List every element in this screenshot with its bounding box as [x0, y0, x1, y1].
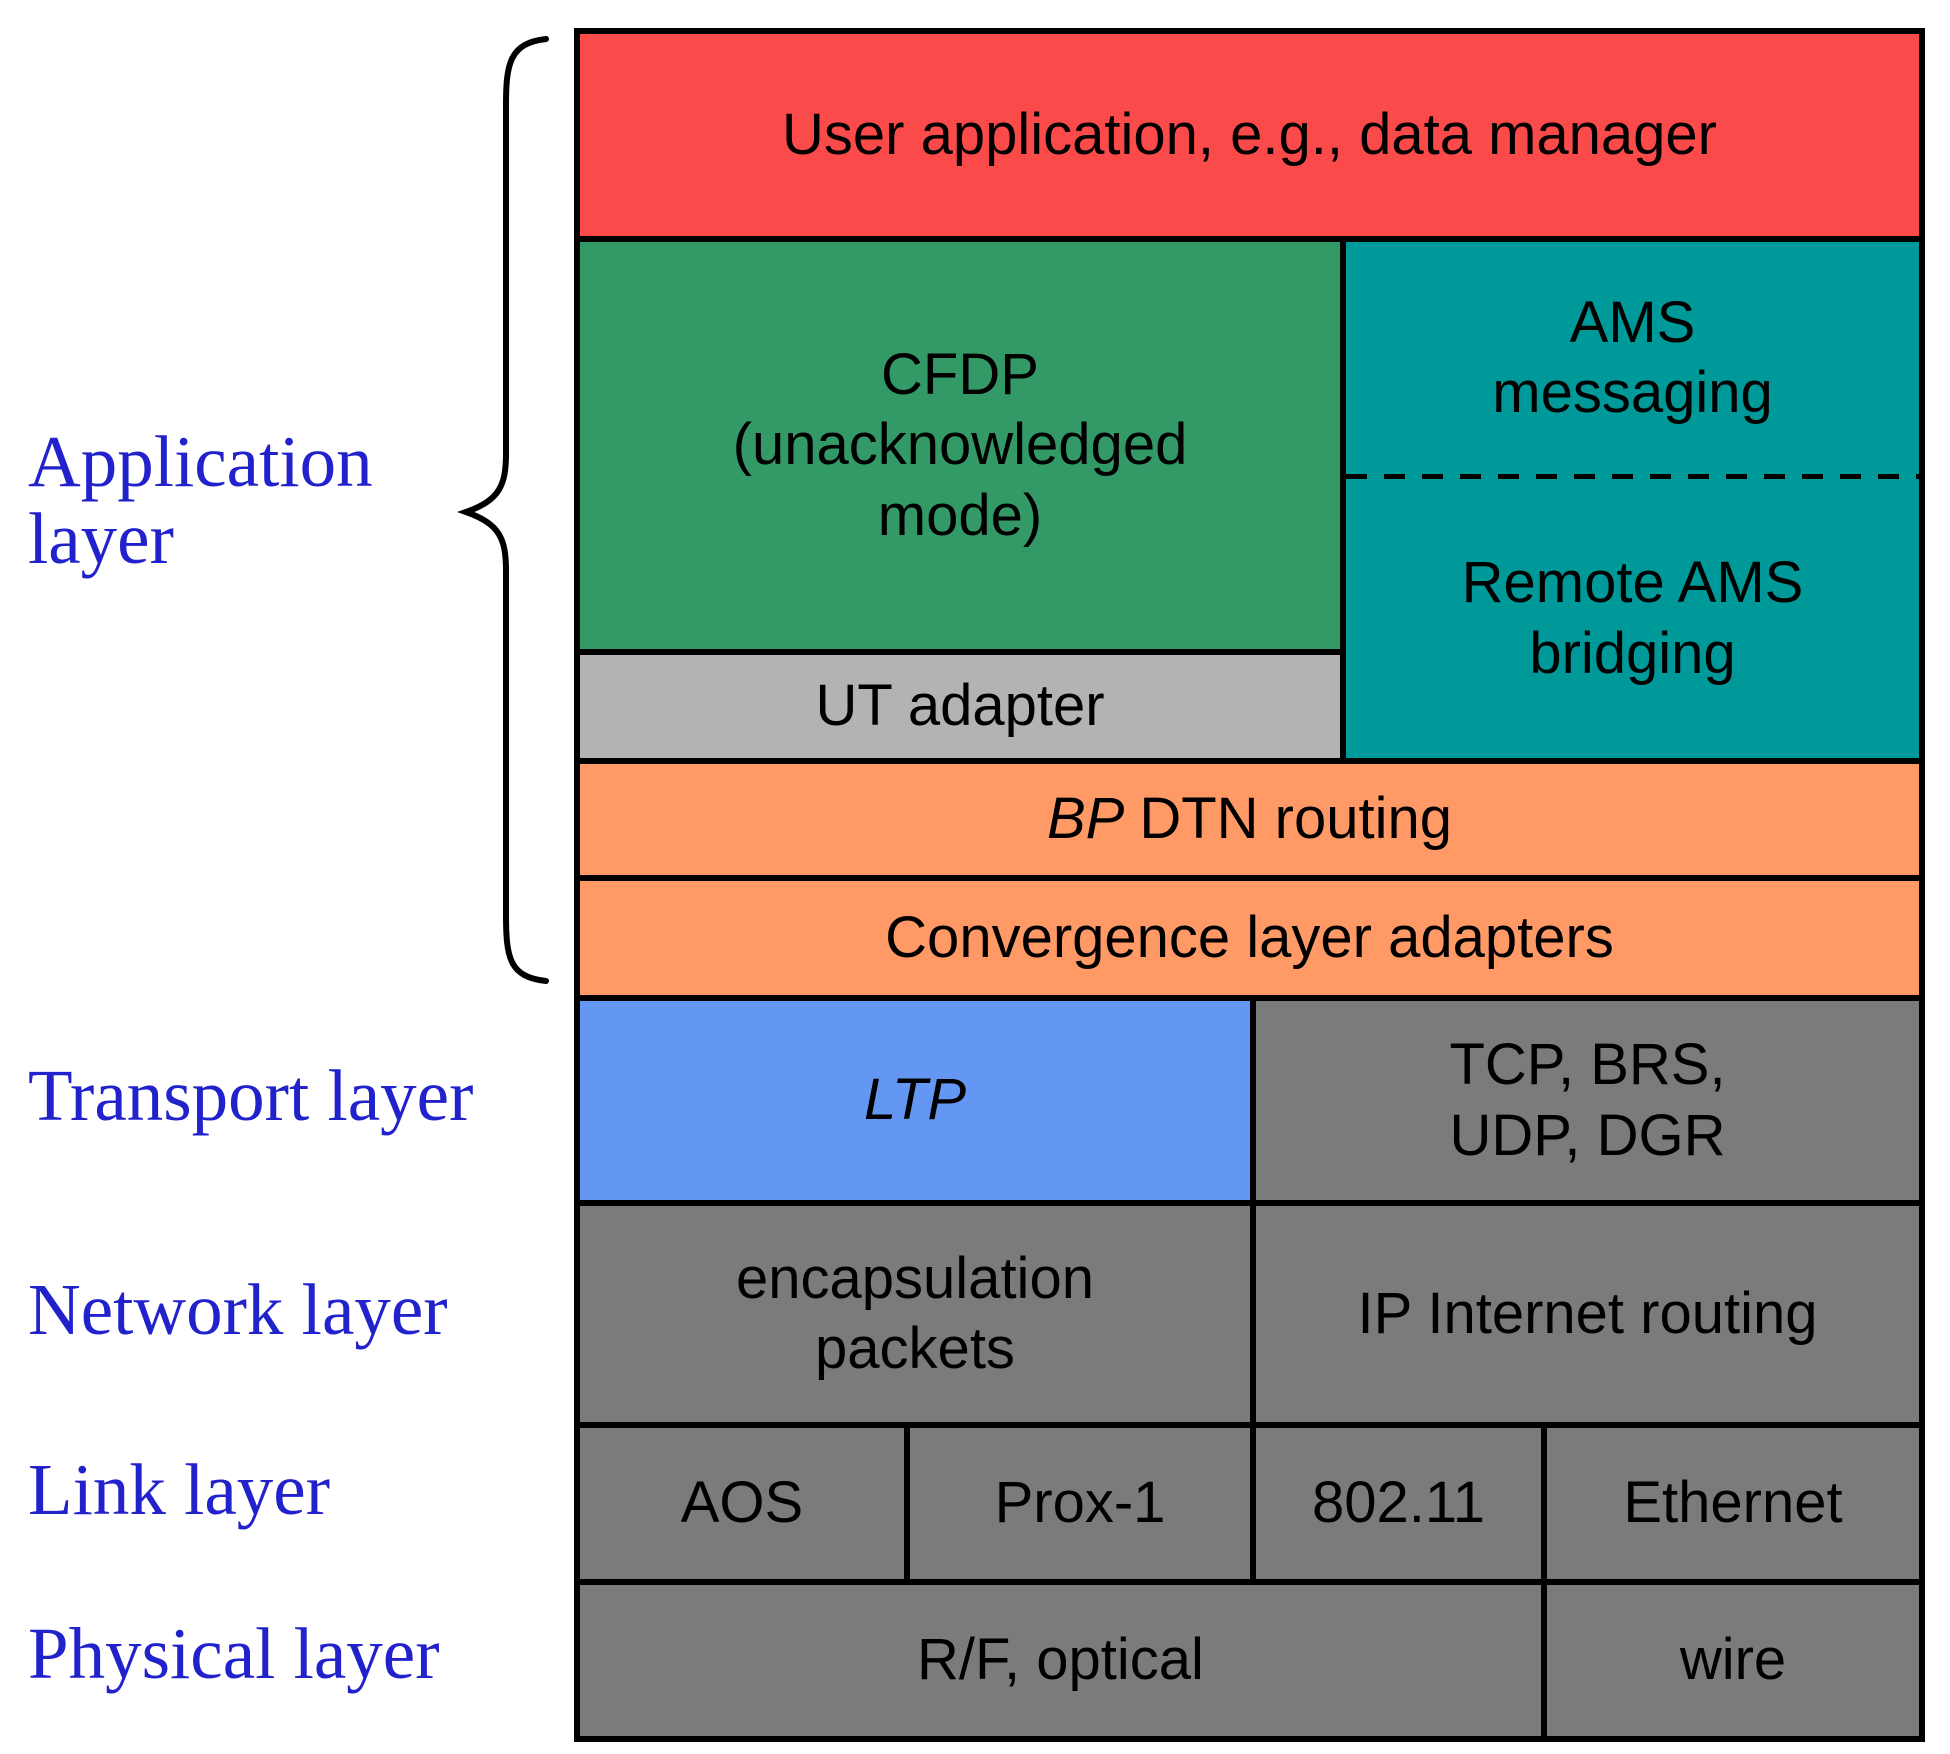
box-ethernet-label: Ethernet [1623, 1470, 1843, 1536]
label-network-layer: Network layer [28, 1269, 448, 1350]
box-ams-messaging: AMS messaging [1346, 242, 1919, 474]
box-prox-1: Prox-1 [910, 1428, 1250, 1579]
box-user-application-label: User application, e.g., data manager [782, 101, 1717, 167]
box-ut-adapter: UT adapter [580, 655, 1340, 758]
box-wire: wire [1547, 1585, 1919, 1736]
ams-dashed-divider [1346, 474, 1919, 479]
box-remote-ams-bridging: Remote AMS bridging [1346, 479, 1919, 758]
box-convergence-label: Convergence layer adapters [885, 904, 1614, 970]
box-aos: AOS [580, 1428, 904, 1579]
application-layer-brace-icon [456, 36, 549, 984]
box-wire-label: wire [1679, 1627, 1787, 1693]
box-rf-optical-label: R/F, optical [917, 1627, 1204, 1693]
box-encapsulation-label: encapsulation packets [736, 1245, 1094, 1381]
box-cfdp-label: CFDP (unacknowledged mode) [732, 342, 1188, 548]
label-transport-layer: Transport layer [28, 1055, 474, 1136]
box-ip-internet-routing: IP Internet routing [1256, 1206, 1919, 1422]
box-convergence-layer-adapters: Convergence layer adapters [580, 881, 1919, 995]
label-physical-layer: Physical layer [28, 1613, 440, 1694]
box-user-application: User application, e.g., data manager [580, 34, 1919, 236]
box-ams: AMS messaging Remote AMS bridging [1346, 242, 1919, 758]
protocol-stack: User application, e.g., data manager CFD… [574, 28, 1925, 1742]
box-bp-italic-label: BP [1046, 786, 1125, 852]
box-ut-adapter-label: UT adapter [815, 673, 1105, 739]
box-prox-1-label: Prox-1 [994, 1470, 1166, 1536]
box-cfdp: CFDP (unacknowledged mode) [580, 242, 1340, 649]
box-encapsulation-packets: encapsulation packets [580, 1206, 1250, 1422]
box-tcp-brs-udp-dgr: TCP, BRS, UDP, DGR [1256, 1001, 1919, 1200]
box-bp-dtn-routing: BP DTN routing [580, 764, 1919, 875]
box-ltp-label: LTP [863, 1067, 967, 1133]
box-tcp-label: TCP, BRS, UDP, DGR [1449, 1032, 1726, 1168]
label-link-layer: Link layer [28, 1449, 331, 1530]
box-ams-messaging-label: AMS messaging [1492, 289, 1773, 425]
box-ip-routing-label: IP Internet routing [1357, 1280, 1818, 1346]
box-802-11-label: 802.11 [1311, 1470, 1486, 1536]
box-bp-rest-label: DTN routing [1139, 786, 1453, 852]
box-remote-ams-bridging-label: Remote AMS bridging [1461, 550, 1804, 686]
box-ltp: LTP [580, 1001, 1250, 1200]
label-application-layer: Application layer [28, 421, 373, 579]
box-ethernet: Ethernet [1547, 1428, 1919, 1579]
box-rf-optical: R/F, optical [580, 1585, 1541, 1736]
box-aos-label: AOS [680, 1470, 804, 1536]
box-802-11: 802.11 [1256, 1428, 1541, 1579]
